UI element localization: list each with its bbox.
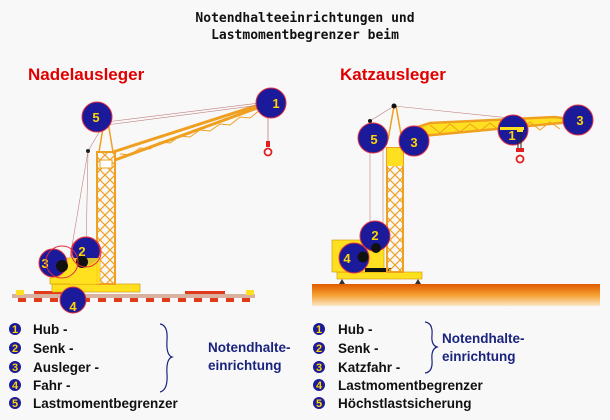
mast [96,151,116,285]
legend-item: 5 Lastmomentbegrenzer [9,396,179,411]
title-line-1: Notendhalteeinrichtungen und [195,11,414,26]
svg-text:1: 1 [272,96,279,111]
svg-text:3: 3 [576,113,583,128]
legend-left: 1 Hub - 2 Senk - 3 Ausleger - 4 Fahr - 5 Last… [9,322,291,411]
legend-item: 4 Lastmomentbegrenzer [313,378,484,393]
svg-text:3: 3 [12,362,18,374]
group-label: Notendhalte- [208,340,291,355]
svg-text:Fahr -: Fahr - [33,378,71,393]
svg-text:2: 2 [12,343,18,355]
svg-text:Hub -: Hub - [338,322,373,337]
svg-text:1: 1 [316,324,322,336]
svg-text:Senk -: Senk - [33,341,74,356]
legend-item: 1 Hub - [9,322,68,337]
group-label: einrichtung [208,358,282,373]
legend-item: 2 Senk - [313,341,379,356]
svg-text:4: 4 [316,380,323,392]
svg-text:5: 5 [12,398,18,410]
group-label: einrichtung [442,349,516,364]
brace [424,321,439,374]
group-label: Notendhalte- [442,331,525,346]
svg-text:2: 2 [371,228,378,243]
legend-item: 2 Senk - [9,341,74,356]
svg-text:Höchstlastsicherung: Höchstlastsicherung [338,396,472,411]
brace [159,323,174,393]
heading-katzausleger: Katzausleger [340,65,446,84]
svg-text:1: 1 [508,128,515,143]
legend-right: 1 Hub - 2 Senk - 3 Katzfahr - 4 Lastmomentbe… [313,321,525,411]
jib [112,100,269,162]
trolley-jib-crane: 5 3 1 3 2 4 [312,103,600,306]
svg-text:4: 4 [12,380,19,392]
svg-text:Hub -: Hub - [33,322,68,337]
marker-1: 1 [255,87,287,119]
svg-text:2: 2 [78,244,85,259]
svg-text:Katzfahr -: Katzfahr - [338,360,400,375]
luffing-jib-crane: 1 5 3 2 4 [12,87,287,314]
svg-text:2: 2 [316,343,322,355]
marker-3-jib-root: 3 [398,125,430,157]
svg-text:4: 4 [343,251,351,266]
svg-text:Lastmomentbegrenzer: Lastmomentbegrenzer [33,396,179,411]
marker-4: 4 [338,242,370,274]
rail [12,294,255,298]
marker-3-jib-end: 3 [562,104,594,136]
heading-nadelausleger: Nadelausleger [28,65,145,84]
mast [386,147,404,273]
title-line-2: Lastmomentbegrenzer beim [211,28,399,43]
hook-icon [515,154,525,164]
svg-text:Lastmomentbegrenzer: Lastmomentbegrenzer [338,378,484,393]
legend-item: 3 Katzfahr - [313,360,400,375]
svg-text:5: 5 [370,132,377,147]
svg-text:3: 3 [41,256,48,271]
svg-text:5: 5 [92,110,99,125]
legend-item: 1 Hub - [313,322,373,337]
svg-text:4: 4 [69,299,77,314]
marker-5: 5 [81,101,113,133]
marker-4: 4 [59,286,87,314]
hook-icon [263,147,273,157]
svg-text:Ausleger -: Ausleger - [33,360,99,375]
svg-text:5: 5 [316,398,322,410]
svg-text:3: 3 [410,135,417,150]
svg-text:3: 3 [316,362,322,374]
marker-5: 5 [357,122,389,154]
legend-item: 4 Fahr - [9,378,71,393]
legend-item: 3 Ausleger - [9,360,99,375]
svg-text:Senk -: Senk - [338,341,379,356]
ground [312,284,600,306]
legend-item: 5 Höchstlastsicherung [313,396,472,411]
svg-text:1: 1 [12,324,18,336]
